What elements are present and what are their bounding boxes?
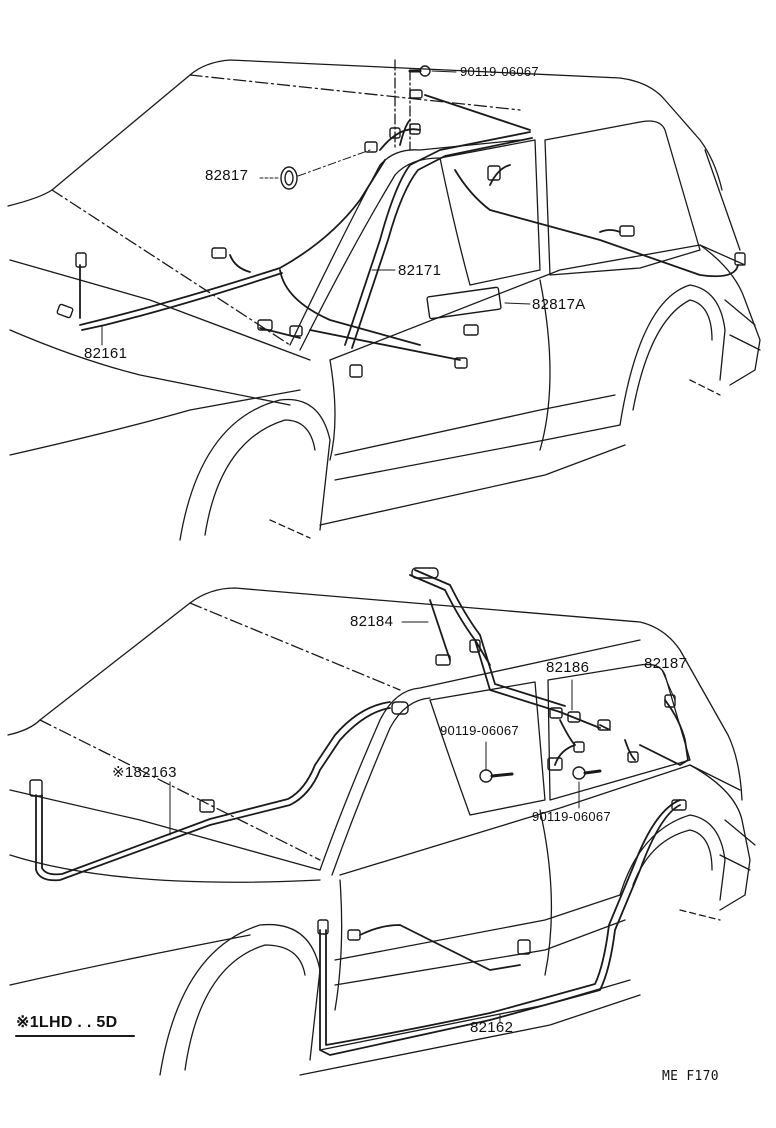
footnote-text: LHD . . 5D (38, 1014, 118, 1031)
label-back-wire-82187: 82187 (644, 655, 688, 672)
bottom-vehicle-body (7, 587, 756, 1076)
top-vehicle-body (7, 59, 761, 541)
footnote-lhd-5d: ※1LHD . . 5D (16, 1015, 117, 1031)
label-floor-wire-number: 82163 (133, 764, 177, 781)
top-leader-lines (101, 70, 531, 346)
label-floor-wire-82163: ※182163 (112, 765, 177, 780)
label-roof-wire-82184: 82184 (350, 613, 394, 630)
label-protector-82817a: 82817A (532, 296, 586, 313)
label-door-wire-82186: 82186 (546, 659, 590, 676)
top-connectors (56, 65, 746, 378)
label-roof-wire-82171: 82171 (398, 262, 442, 279)
label-side-wire-82162: 82162 (470, 1019, 514, 1036)
label-clip-90119-06067: 90119-06067 (460, 64, 539, 79)
label-bolt-right-90119-06067: 90119-06067 (532, 809, 611, 824)
bottom-connectors (29, 567, 687, 955)
bottom-leader-lines (169, 621, 676, 1023)
footnote-prefix: ※1 (16, 1014, 39, 1031)
label-bolt-left-90119-06067: 90119-06067 (440, 723, 519, 738)
label-floor-wire-prefix: ※1 (112, 764, 134, 781)
label-floor-wire-82161: 82161 (84, 345, 128, 362)
bottom-wire-harness (35, 569, 689, 1056)
figure-code: ME F170 (662, 1069, 719, 1084)
top-wire-harness (79, 94, 739, 361)
label-grommet-82817: 82817 (205, 167, 249, 184)
